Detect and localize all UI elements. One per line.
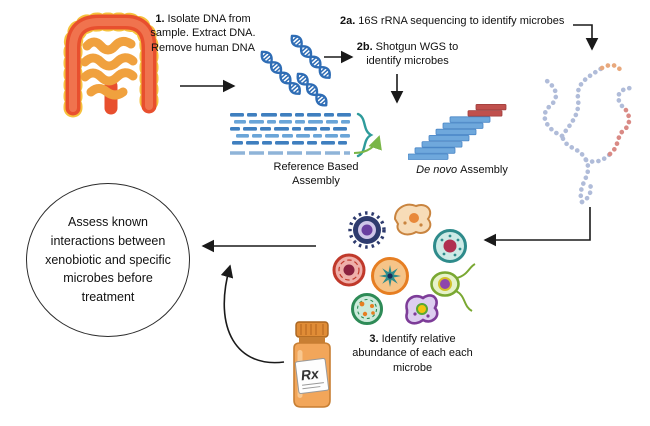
read-row-5 <box>232 141 347 145</box>
reference-assembly-label: Reference Based Assembly <box>273 161 359 188</box>
denovo-rest: Assembly <box>460 164 508 176</box>
curly-brace <box>356 112 374 158</box>
microbe-teal-spotted <box>351 293 383 325</box>
dna-helix-3 <box>296 72 328 107</box>
microbe-teal-crimson <box>433 229 467 263</box>
step2a-number: 2a. <box>340 15 356 27</box>
arrow-bottle-to-circle <box>220 264 285 364</box>
step2b-number: 2b. <box>356 41 373 53</box>
colon-highlight <box>69 18 153 112</box>
rna-structure-icon <box>539 62 635 205</box>
green-hook-arrow <box>353 135 382 154</box>
arrow-step2a-to-rna <box>573 24 599 51</box>
bottle-label: Rx <box>294 358 330 394</box>
step3-label: 3.Identify relative abundance of each ea… <box>350 332 475 375</box>
small-intestine-coils <box>80 36 138 100</box>
step3-number: 3. <box>369 333 379 345</box>
denovo-assembly-icon <box>408 104 507 160</box>
cap-ridges <box>300 324 324 335</box>
microbe-orange-star <box>371 257 409 295</box>
step2a-text: 16S rRNA sequencing to identify microbes <box>358 15 565 27</box>
arrow-rna-to-microbes <box>483 207 591 247</box>
microbe-purple-amoeba <box>405 294 439 325</box>
microbes-cluster-icon <box>332 203 476 325</box>
microbe-red-ringed <box>332 253 366 287</box>
step2a-label: 2a.16S rRNA sequencing to identify micro… <box>340 14 564 28</box>
step1-text: Isolate DNA from sample. Extract DNA. Re… <box>150 13 256 54</box>
step2b-label: 2b.Shotgun WGS to identify microbes <box>345 40 470 69</box>
rx-label: Rx <box>300 365 321 383</box>
pill-bottle-icon: Rx <box>293 321 331 408</box>
step3-text: Identify relative abundance of each each… <box>352 333 473 374</box>
microbe-green-flagellate <box>430 263 476 312</box>
bottle-neck <box>299 337 325 343</box>
rna-bead-chains <box>539 62 635 205</box>
read-row-1 <box>230 113 351 117</box>
read-row-3 <box>230 127 347 131</box>
microbe-tan-amoeba <box>393 203 432 236</box>
contig-bars-red <box>467 104 507 117</box>
intestine-illustration <box>63 12 159 118</box>
reference-assembly-icon <box>230 112 382 158</box>
assessment-circle: Assess known interactions between xenobi… <box>26 183 190 337</box>
dna-helix-2 <box>290 34 331 79</box>
microbe-navy-spiky <box>348 211 386 249</box>
assessment-text: Assess known interactions between xenobi… <box>45 215 171 305</box>
dna-helix-icon <box>260 34 331 107</box>
denovo-italic: De novo <box>416 164 458 176</box>
read-row-2 <box>234 120 350 124</box>
read-row-4 <box>236 134 350 138</box>
dna-helix-1 <box>260 50 301 95</box>
step1-number: 1. <box>155 13 165 25</box>
step1-label: 1.Isolate DNA from sample. Extract DNA. … <box>150 12 256 55</box>
step2b-text: Shotgun WGS to identify microbes <box>366 41 459 68</box>
contig-bars-blue <box>408 116 491 160</box>
